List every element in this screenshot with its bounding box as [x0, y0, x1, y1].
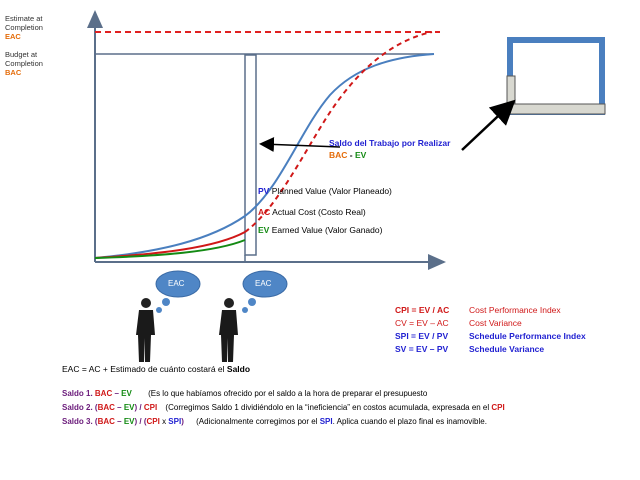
eac-label-line2: Completion — [5, 23, 43, 32]
ev-curve — [94, 239, 246, 259]
saldo-2-bac: BAC — [97, 403, 115, 412]
saldo-2-desc-end: CPI — [491, 403, 505, 412]
ac-forecast-curve — [244, 31, 433, 233]
eac-formula-bold: Saldo — [226, 364, 251, 374]
saldo-2-cpi: CPI — [143, 403, 158, 412]
bubble-label-1: EAC — [168, 279, 185, 288]
saldo-2-ev: EV — [123, 403, 135, 412]
saldo-3-cpi: CPI — [146, 417, 160, 426]
ac-abbr: AC — [258, 207, 271, 217]
saldo-2-close: ) / — [134, 403, 144, 412]
formula-cpi-name: Cost Performance Index — [469, 305, 561, 315]
saldo-1-label: Saldo 1. — [62, 389, 95, 398]
saldo-3-close2: ) — [181, 417, 184, 426]
saldo-3-desc: (Adicionalmente corregimos por el — [196, 417, 320, 426]
saldo-1: Saldo 1. BAC – EV (Es lo que habíamos of… — [62, 387, 427, 401]
saldo-1-ev: EV — [121, 389, 132, 398]
ac-text: Actual Cost (Costo Real) — [270, 207, 366, 217]
saldo-3-ev: EV — [123, 417, 135, 426]
formula-spi-name: Schedule Performance Index — [469, 331, 586, 341]
businessman-figure-2 — [219, 298, 238, 362]
remaining-work-box — [244, 54, 257, 256]
remaining-work-bac: BAC — [329, 150, 348, 160]
saldo-2-desc: (Corregimos Saldo 1 dividiéndolo en la “… — [165, 403, 492, 412]
formula-spi: SPI = EV / PV Schedule Performance Index — [395, 330, 586, 343]
saldo-1-desc: (Es lo que habíamos ofrecido por el sald… — [148, 389, 428, 398]
saldo-1-bac: BAC — [94, 389, 113, 398]
saldo-2-label: Saldo 2. — [62, 403, 95, 412]
eac-formula: EAC = AC + Estimado de cuánto costará el… — [62, 364, 250, 374]
bac-label-line2: Completion — [5, 59, 43, 68]
thought-bubble-1 — [155, 270, 201, 313]
remaining-work-title: Saldo del Trabajo por Realizar — [329, 138, 451, 148]
remaining-work-ev: EV — [354, 150, 367, 160]
saldo-2-open: ( — [94, 403, 98, 412]
formula-cv: CV = EV – AC Cost Variance — [395, 317, 522, 330]
remaining-work-dash: - — [347, 150, 355, 160]
saldo-3-open: ( — [94, 417, 98, 426]
saldo-3-x: x — [159, 417, 169, 426]
formula-cv-name: Cost Variance — [469, 318, 522, 328]
formula-sv-lhs: SV = EV – PV — [395, 344, 449, 354]
bac-axis-label: Budget at Completion BAC — [5, 50, 43, 77]
saldo-3-label: Saldo 3. — [62, 417, 95, 426]
pv-text: Planned Value (Valor Planeado) — [269, 186, 392, 196]
eac-axis-label: Estimate at Completion EAC — [5, 14, 43, 41]
pv-curve — [94, 53, 435, 259]
formula-cv-lhs: CV = EV – AC — [395, 318, 449, 328]
saldo-3-dash: – — [114, 417, 124, 426]
saldo-2: Saldo 2. (BAC – EV) / CPI (Corregimos Sa… — [62, 401, 505, 415]
remaining-work-label: Saldo del Trabajo por Realizar BAC - EV — [329, 137, 450, 161]
zoom-box — [506, 37, 606, 115]
saldo-3-spi: SPI — [168, 417, 182, 426]
pv-label: PV Planned Value (Valor Planeado) — [258, 186, 392, 196]
saldo-3-close: ) / ( — [134, 417, 147, 426]
eac-label-line1: Estimate at — [5, 14, 43, 23]
bac-label-abbr: BAC — [5, 68, 22, 77]
bubble-label-2: EAC — [255, 279, 272, 288]
remaining-work-arrow — [259, 136, 341, 152]
businessman-figure-1 — [136, 298, 155, 362]
saldo-3-desc-end: . Aplica cuando el plazo final es inamov… — [332, 417, 487, 426]
formula-cpi: CPI = EV / AC Cost Performance Index — [395, 304, 561, 317]
eac-formula-text: EAC = AC + Estimado de cuánto costará el — [62, 364, 227, 374]
formula-cpi-lhs: CPI = EV / AC — [395, 305, 450, 315]
ac-label: AC Actual Cost (Costo Real) — [258, 207, 366, 217]
saldo-3-desc-spi: SPI — [319, 417, 333, 426]
ev-label: EV Earned Value (Valor Ganado) — [258, 225, 382, 235]
saldo-3: Saldo 3. (BAC – EV) / (CPI x SPI) (Adici… — [62, 415, 487, 429]
formula-sv-name: Schedule Variance — [469, 344, 545, 354]
thought-bubble-2 — [242, 270, 288, 313]
eac-label-abbr: EAC — [5, 32, 21, 41]
ev-abbr: EV — [258, 225, 270, 235]
zoom-arrow — [461, 99, 516, 151]
saldo-1-dash: – — [112, 389, 122, 398]
saldo-2-dash: – — [114, 403, 124, 412]
bac-label-line1: Budget at — [5, 50, 38, 59]
formula-spi-lhs: SPI = EV / PV — [395, 331, 449, 341]
ev-text: Earned Value (Valor Ganado) — [269, 225, 383, 235]
saldo-3-bac: BAC — [97, 417, 115, 426]
formula-sv: SV = EV – PV Schedule Variance — [395, 343, 544, 356]
pv-abbr: PV — [258, 186, 270, 196]
